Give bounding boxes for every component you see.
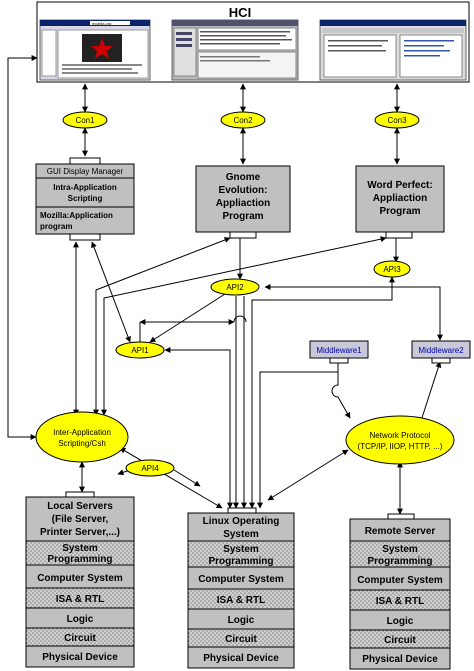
wordperfect-screenshot — [319, 19, 467, 81]
linux-title-line1: Linux Operating — [203, 516, 280, 527]
api4-label: API4 — [141, 464, 159, 473]
local-layer-sysprog-2: Programming — [47, 554, 112, 565]
local-layer-physical-device: Physical Device — [42, 652, 118, 663]
middleware2-box: Middleware2 — [411, 340, 471, 364]
gnome-line3: Appliaction — [216, 198, 270, 209]
middleware1-label: Middleware1 — [316, 346, 362, 355]
api2-label: API2 — [226, 283, 244, 292]
linux-layer-logic: Logic — [228, 615, 255, 626]
middleware1-box: Middleware1 — [309, 340, 369, 364]
remote-layer-physical-device: Physical Device — [362, 654, 438, 665]
gui-manager-row1-line2: Scripting — [68, 194, 103, 203]
inter-application-scripting-ellipse: Inter-Application Scripting/Csh — [35, 411, 129, 463]
middleware2-label: Middleware2 — [418, 346, 464, 355]
api3-ellipse: API3 — [373, 260, 411, 278]
api2-ellipse: API2 — [210, 278, 260, 296]
relation-arrows — [7, 55, 443, 515]
con1-label: Con1 — [75, 116, 95, 125]
gnome-line1: Gnome — [226, 172, 261, 183]
gnome-line4: Program — [222, 211, 263, 222]
local-layer-logic: Logic — [67, 614, 94, 625]
api1-ellipse: API1 — [115, 341, 165, 359]
con2-ellipse: Con2 — [220, 111, 266, 129]
network-protocol-ellipse: Network Protocol (TCP/IP, IIOP, HTTP, ..… — [345, 415, 455, 465]
gui-manager-title: GUI Display Manager — [47, 167, 124, 176]
linux-layer-sysprog-2: Programming — [208, 556, 273, 567]
wordperfect-box: Word Perfect: Appliaction Program — [355, 165, 445, 239]
inter-app-line1: Inter-Application — [53, 428, 111, 437]
mozilla-screenshot: mozilla.org — [39, 19, 151, 81]
gnome-line2: Evolution: — [219, 185, 268, 196]
linux-layer-isa-rtl: ISA & RTL — [217, 595, 266, 606]
remote-title: Remote Server — [365, 526, 436, 537]
linux-title-line2: System — [223, 529, 259, 540]
wordperfect-line3: Program — [379, 206, 420, 217]
remote-layer-sysprog-2: Programming — [367, 556, 432, 567]
con2-label: Con2 — [233, 116, 253, 125]
remote-server-stack: Remote Server System Programming Compute… — [349, 513, 451, 670]
connector-lines — [82, 83, 400, 165]
gui-manager-row2-line2: program — [40, 222, 72, 231]
linux-layer-computer-system: Computer System — [198, 574, 284, 585]
local-title-line1: Local Servers — [47, 501, 113, 512]
local-title-line3: Printer Server,...) — [40, 527, 120, 538]
inter-app-line2: Scripting/Csh — [58, 439, 106, 448]
mozilla-star-icon — [91, 38, 113, 59]
linux-layer-circuit: Circuit — [225, 634, 257, 645]
con3-label: Con3 — [387, 116, 407, 125]
remote-layer-sysprog-1: System — [382, 544, 418, 555]
con3-ellipse: Con3 — [374, 111, 420, 129]
local-title-line2: (File Server, — [52, 514, 109, 525]
api3-label: API3 — [383, 265, 401, 274]
linux-os-stack: Linux Operating System System Programmin… — [187, 507, 295, 669]
gui-display-manager-box: GUI Display Manager Intra-Application Sc… — [35, 157, 135, 241]
local-servers-stack: Local Servers (File Server, Printer Serv… — [25, 491, 135, 668]
remote-layer-logic: Logic — [387, 616, 414, 627]
network-line1: Network Protocol — [370, 431, 431, 440]
gui-manager-row1-line1: Intra-Application — [53, 183, 117, 192]
remote-layer-computer-system: Computer System — [357, 575, 443, 586]
local-layer-isa-rtl: ISA & RTL — [56, 594, 105, 605]
wordperfect-line1: Word Perfect: — [367, 180, 432, 191]
con1-ellipse: Con1 — [62, 111, 108, 129]
hci-panel: HCI mozilla.org — [36, 1, 470, 83]
local-layer-sysprog-1: System — [62, 543, 98, 554]
browser-url-text: mozilla.org — [92, 21, 111, 26]
linux-layer-sysprog-1: System — [223, 544, 259, 555]
linux-layer-physical-device: Physical Device — [203, 653, 279, 664]
evolution-screenshot — [171, 19, 299, 81]
gui-manager-row2-line1: Mozilla:Application — [40, 211, 113, 220]
gnome-evolution-box: Gnome Evolution: Appliaction Program — [195, 165, 291, 239]
hci-title: HCI — [229, 5, 251, 20]
api4-ellipse: API4 — [125, 459, 175, 477]
wordperfect-line2: Appliaction — [373, 193, 427, 204]
remote-layer-circuit: Circuit — [384, 635, 416, 646]
local-layer-circuit: Circuit — [64, 633, 96, 644]
network-line2: (TCP/IP, IIOP, HTTP, ...) — [358, 442, 443, 451]
api1-label: API1 — [131, 346, 149, 355]
local-layer-computer-system: Computer System — [37, 573, 123, 584]
remote-layer-isa-rtl: ISA & RTL — [376, 596, 425, 607]
